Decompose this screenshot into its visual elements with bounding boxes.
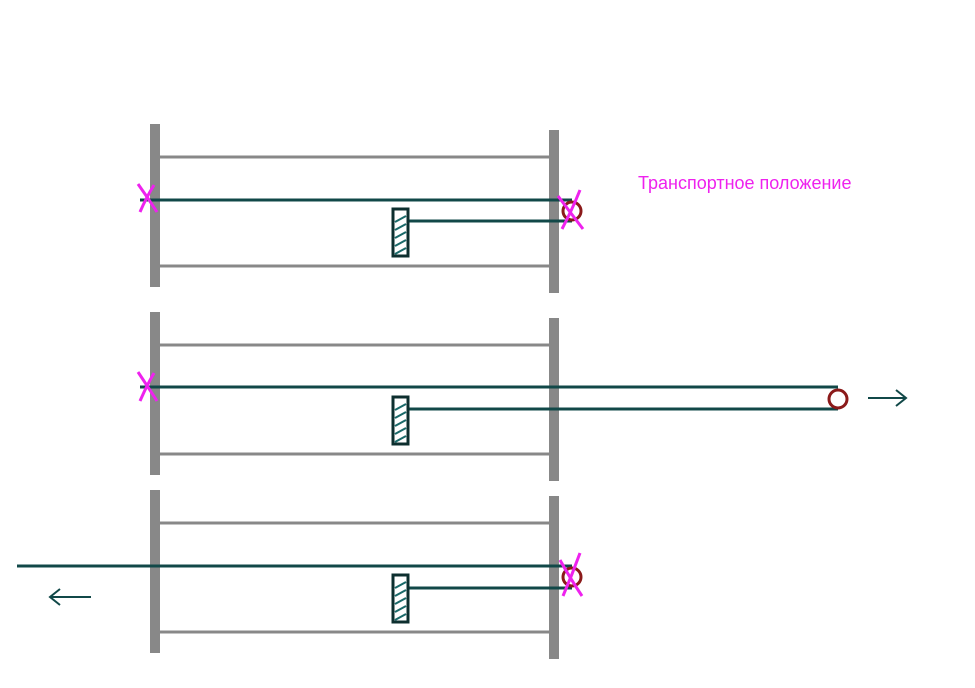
arrow-left-icon	[48, 588, 91, 606]
panel-3	[17, 490, 584, 659]
ring-icon	[561, 566, 583, 588]
arrow-right-icon	[868, 389, 908, 407]
transport-position-caption: Транспортное положение	[638, 173, 851, 193]
ring-icon	[561, 200, 583, 222]
hatched-block-icon	[391, 573, 410, 624]
hatched-block-icon	[391, 395, 410, 446]
ring-icon	[827, 388, 849, 410]
x-mark-icon	[136, 371, 159, 402]
x-mark-icon	[136, 183, 159, 213]
hatched-block-icon	[391, 207, 410, 258]
panel-2	[136, 312, 908, 481]
x-mark-icon	[558, 552, 584, 597]
panel-1	[136, 124, 585, 293]
x-mark-icon	[556, 189, 585, 230]
